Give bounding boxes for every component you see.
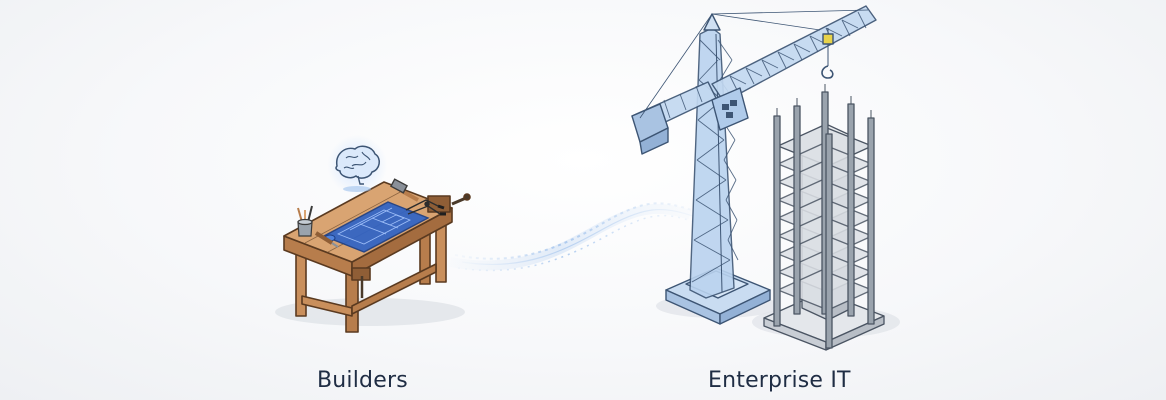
flow-stream xyxy=(449,202,695,272)
label-builders: Builders xyxy=(317,368,408,393)
label-enterprise-it: Enterprise IT xyxy=(708,368,851,393)
blueprint xyxy=(322,201,430,253)
pliers-icon xyxy=(405,199,446,216)
brush-cup-icon xyxy=(297,205,313,237)
chisel-icon xyxy=(314,231,339,248)
brain-icon xyxy=(327,135,387,195)
crane xyxy=(631,5,877,325)
building-frame xyxy=(752,84,900,351)
workbench xyxy=(275,181,471,333)
hammer-icon xyxy=(389,178,419,202)
